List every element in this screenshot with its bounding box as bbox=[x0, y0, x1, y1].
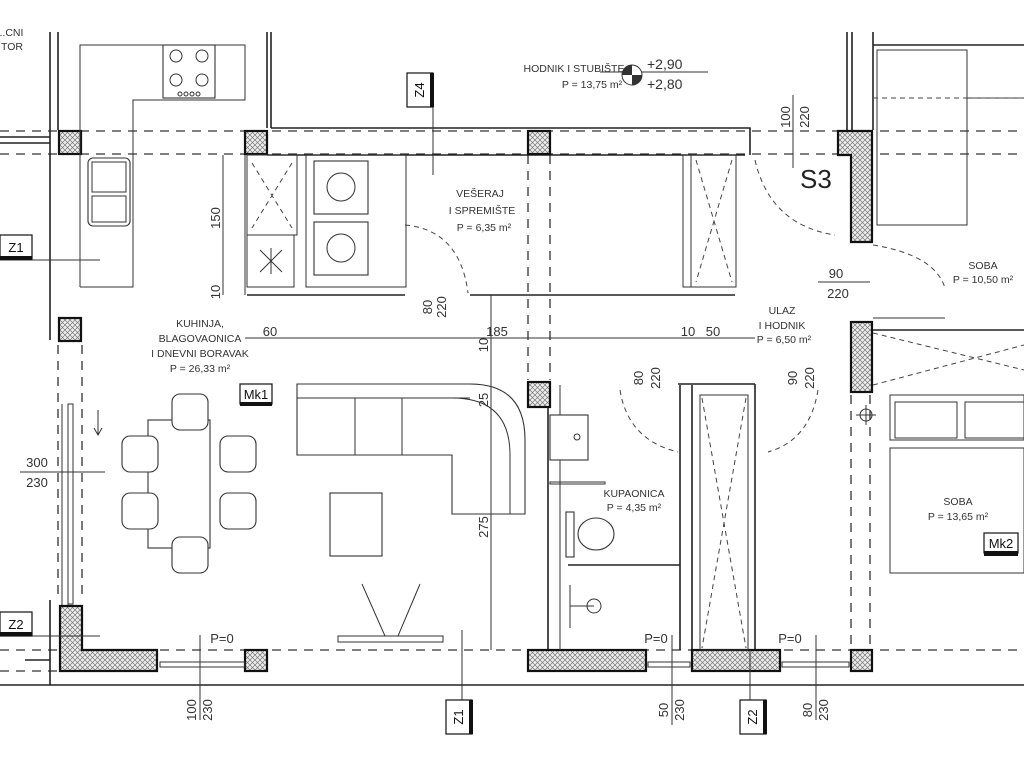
dim-10b: 10 bbox=[476, 338, 491, 352]
kitchen-area: P = 26,33 m² bbox=[170, 363, 231, 375]
marker-z2-left: Z2 bbox=[8, 617, 23, 632]
bathroom-label: KUPAONICA bbox=[603, 488, 664, 500]
stove-icon bbox=[162, 44, 216, 99]
dining-table bbox=[147, 419, 211, 549]
laundry-label-1: VEŠERAJ bbox=[456, 187, 504, 200]
parapet-1: P=0 bbox=[210, 631, 234, 646]
elevation-upper: +2,90 bbox=[647, 56, 683, 72]
dimension-labels: 150 10 60 185 10 25 275 10 50 80 220 100… bbox=[26, 106, 849, 721]
bathroom-area: P = 4,35 m² bbox=[607, 502, 662, 514]
door-entry-h: 220 bbox=[797, 106, 812, 128]
marker-mk2: Mk2 bbox=[989, 536, 1014, 551]
dim-275: 275 bbox=[476, 516, 491, 538]
laundry-label-2: I SPREMIŠTE bbox=[449, 204, 516, 217]
dim-10c: 10 bbox=[681, 324, 695, 339]
door-room1-w: 90 bbox=[829, 266, 843, 281]
marker-z1-bottom: Z1 bbox=[451, 709, 466, 724]
coffee-table bbox=[329, 492, 383, 557]
marker-s3: S3 bbox=[800, 164, 832, 194]
kitchen-label-2: BLAGOVAONICA bbox=[159, 333, 242, 345]
window-b3-h: 230 bbox=[816, 699, 831, 721]
kitchen-label-3: I DNEVNI BORAVAK bbox=[151, 348, 249, 360]
window-b2-w: 50 bbox=[656, 703, 671, 717]
window-b1-h: 230 bbox=[200, 699, 215, 721]
door-entry-w: 100 bbox=[778, 106, 793, 128]
elevation-lower: +2,80 bbox=[647, 76, 683, 92]
bed bbox=[889, 447, 1024, 574]
room-labels: KUHINJA, BLAGOVAONICA I DNEVNI BORAVAK P… bbox=[0, 27, 1014, 523]
laundry-area: P = 6,35 m² bbox=[457, 222, 512, 234]
partial-label-1: ...CNI bbox=[0, 27, 23, 39]
kitchen-label-1: KUHINJA, bbox=[176, 318, 224, 330]
door-bath-h: 220 bbox=[648, 367, 663, 389]
sofa bbox=[296, 383, 526, 515]
marker-z1-left: Z1 bbox=[8, 240, 23, 255]
tv-stand bbox=[337, 635, 444, 643]
room2-label: SOBA bbox=[943, 496, 972, 508]
entrance-area: P = 6,50 m² bbox=[757, 334, 812, 346]
living-furniture bbox=[67, 383, 526, 643]
dryer-icon bbox=[313, 221, 369, 276]
marker-mk1: Mk1 bbox=[244, 387, 269, 402]
bedroom-fixtures bbox=[754, 49, 1024, 574]
pillars bbox=[57, 129, 874, 673]
hall-label: HODNIK I STUBIŠTE bbox=[524, 62, 625, 75]
dim-185: 185 bbox=[486, 324, 508, 339]
room2-area: P = 13,65 m² bbox=[928, 511, 989, 523]
section-markers: Z1 Z4 Z2 Z1 Z2 Mk1 Mk2 S3 bbox=[0, 72, 1019, 735]
door-room2-w: 90 bbox=[785, 371, 800, 385]
arrow-down-icon bbox=[93, 410, 103, 437]
parapet-2: P=0 bbox=[644, 631, 668, 646]
window-b2-h: 230 bbox=[672, 699, 687, 721]
entrance-label-2: I HODNIK bbox=[759, 320, 806, 332]
room1-area: P = 10,50 m² bbox=[953, 274, 1014, 286]
washbasin-icon bbox=[549, 414, 589, 461]
bathroom-fixtures bbox=[549, 385, 819, 651]
marker-z4: Z4 bbox=[412, 82, 427, 97]
toilet-icon bbox=[577, 517, 615, 551]
window-left-w: 300 bbox=[26, 455, 48, 470]
dim-50: 50 bbox=[706, 324, 720, 339]
laundry-fixtures bbox=[244, 154, 737, 295]
door-bath-w: 80 bbox=[631, 371, 646, 385]
dim-60: 60 bbox=[263, 324, 277, 339]
dim-10: 10 bbox=[208, 285, 223, 299]
marker-z2-bottom: Z2 bbox=[745, 709, 760, 724]
kitchen-counter bbox=[79, 44, 246, 288]
windows bbox=[159, 661, 850, 668]
dim-150: 150 bbox=[208, 207, 223, 229]
window-left-h: 230 bbox=[26, 475, 48, 490]
entrance-label-1: ULAZ bbox=[769, 305, 796, 317]
washing-machine-icon bbox=[313, 160, 369, 215]
window-b1-w: 100 bbox=[184, 699, 199, 721]
dim-25: 25 bbox=[476, 393, 491, 407]
window-b3-w: 80 bbox=[800, 703, 815, 717]
door-laundry-h: 220 bbox=[434, 296, 449, 318]
door-room2-h: 220 bbox=[802, 367, 817, 389]
partial-label-2: TOR bbox=[1, 41, 23, 53]
room1-label: SOBA bbox=[968, 260, 997, 272]
hall-area: P = 13,75 m² bbox=[562, 79, 623, 91]
door-laundry-w: 80 bbox=[420, 300, 435, 314]
door-room1-h: 220 bbox=[827, 286, 849, 301]
sliding-door bbox=[67, 403, 74, 605]
dimension-lines bbox=[0, 64, 870, 725]
parapet-3: P=0 bbox=[778, 631, 802, 646]
